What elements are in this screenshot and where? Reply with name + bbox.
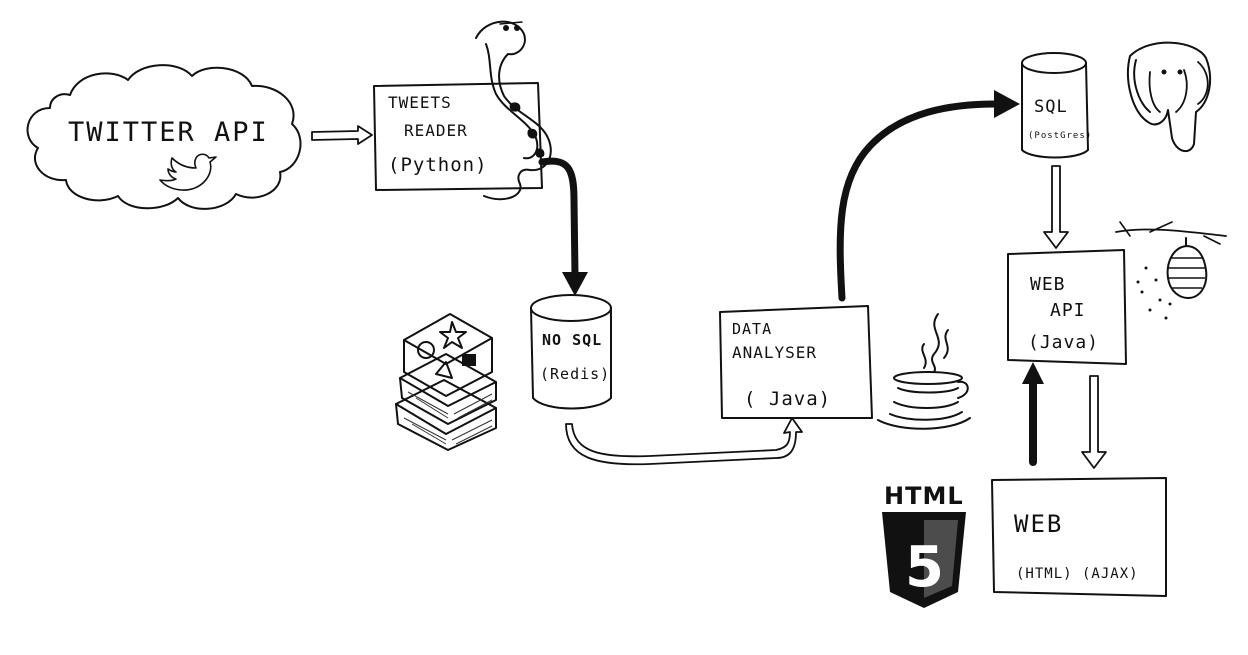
html5-shield-icon: HTML 5 <box>882 482 966 608</box>
web-line2: (HTML) (AJAX) <box>1016 566 1139 582</box>
nosql-line1: NO SQL <box>542 331 602 349</box>
edge-analyser-to-sql <box>836 90 1020 302</box>
node-tweets-reader: TWEETS READER (Python) <box>373 20 552 201</box>
reader-line1: TWEETS <box>388 93 452 112</box>
reader-line3: (Python) <box>388 154 488 176</box>
java-cup-icon <box>877 313 971 430</box>
web-line1: WEB <box>1014 510 1063 538</box>
postgres-elephant-icon <box>1127 41 1212 153</box>
nosql-cylinder-body <box>530 307 612 410</box>
edge-sql-to-webapi <box>1043 165 1069 249</box>
node-web-api: WEB API (Java) <box>1007 249 1127 365</box>
node-web: WEB (HTML) (AJAX) <box>991 477 1167 597</box>
node-data-analyser: DATA ANALYSER ( Java) <box>719 305 873 419</box>
sql-line1: SQL <box>1034 97 1068 117</box>
webapi-line2: API <box>1050 300 1086 321</box>
analyser-box <box>719 305 873 419</box>
webapi-line3: (Java) <box>1028 332 1099 353</box>
nosql-cylinder-top <box>530 294 612 322</box>
edge-webapi-to-web <box>1081 375 1107 469</box>
cloud-shape <box>26 64 302 210</box>
edge-reader-to-nosql <box>538 157 588 296</box>
edge-web-to-webapi <box>1022 362 1044 466</box>
node-twitter-api: TWITTER API <box>26 64 302 210</box>
web-box <box>991 477 1167 597</box>
analyser-line2: ANALYSER <box>732 343 817 362</box>
node-nosql: NO SQL (Redis) <box>530 294 612 410</box>
node-sql: SQL (PostGres) <box>1021 52 1092 159</box>
redis-stack-icon <box>395 313 497 451</box>
analyser-line1: DATA <box>732 320 772 338</box>
sql-cylinder-body <box>1021 62 1089 159</box>
python-snake-icon <box>475 20 552 201</box>
edge-twitter-to-reader <box>311 125 373 145</box>
reader-box <box>373 82 543 191</box>
html5-logo-text: HTML <box>884 482 964 510</box>
html5-logo-digit: 5 <box>905 535 944 600</box>
analyser-line3: ( Java) <box>744 388 831 410</box>
webapi-line1: WEB <box>1030 274 1066 295</box>
sql-cylinder-top <box>1021 52 1087 74</box>
sql-line2: (PostGres) <box>1028 131 1092 141</box>
twitter-bird-icon <box>159 153 217 191</box>
nosql-line2: (Redis) <box>540 365 610 383</box>
reader-line2: READER <box>404 121 468 140</box>
beehive-icon <box>1115 221 1227 320</box>
edge-nosql-to-analyser <box>565 417 803 466</box>
webapi-box <box>1007 249 1127 365</box>
twitter-label: TWITTER API <box>68 117 269 148</box>
